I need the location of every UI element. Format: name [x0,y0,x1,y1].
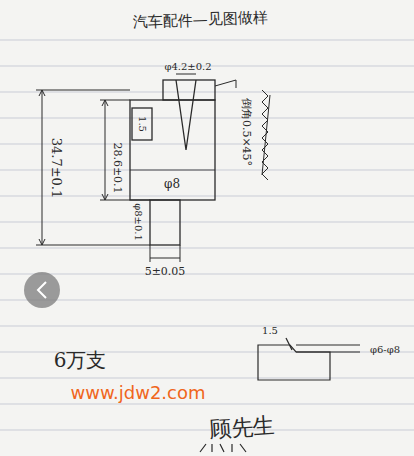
nav-button [24,272,60,308]
part-outline [130,80,215,245]
chamfer-note: 倒角0.5×45° [240,98,252,166]
detail-sketch [258,338,360,380]
dimension: 1.5 [262,325,278,336]
cut-scribble [200,444,246,452]
dimension: 34.7±0.1 [49,138,63,199]
dimension: φ8±0.1 [133,203,144,241]
signature: 顾先生 [208,414,276,443]
dimension: φ6-φ8 [370,344,400,355]
dimension-lines [36,74,270,262]
watermark: www.jdw2.com [71,383,206,403]
dimension: 28.6±0.1 [111,142,123,193]
ruled-lines [0,40,414,430]
quantity-note: 6万支 [54,349,107,371]
dimension: φ4.2±0.2 [164,61,211,72]
diameter: φ8 [164,178,180,191]
dimension: 5±0.05 [145,266,186,278]
dimension: 1.5 [137,116,148,132]
sketch-title: 汽车配件—见图做样 [132,9,267,30]
